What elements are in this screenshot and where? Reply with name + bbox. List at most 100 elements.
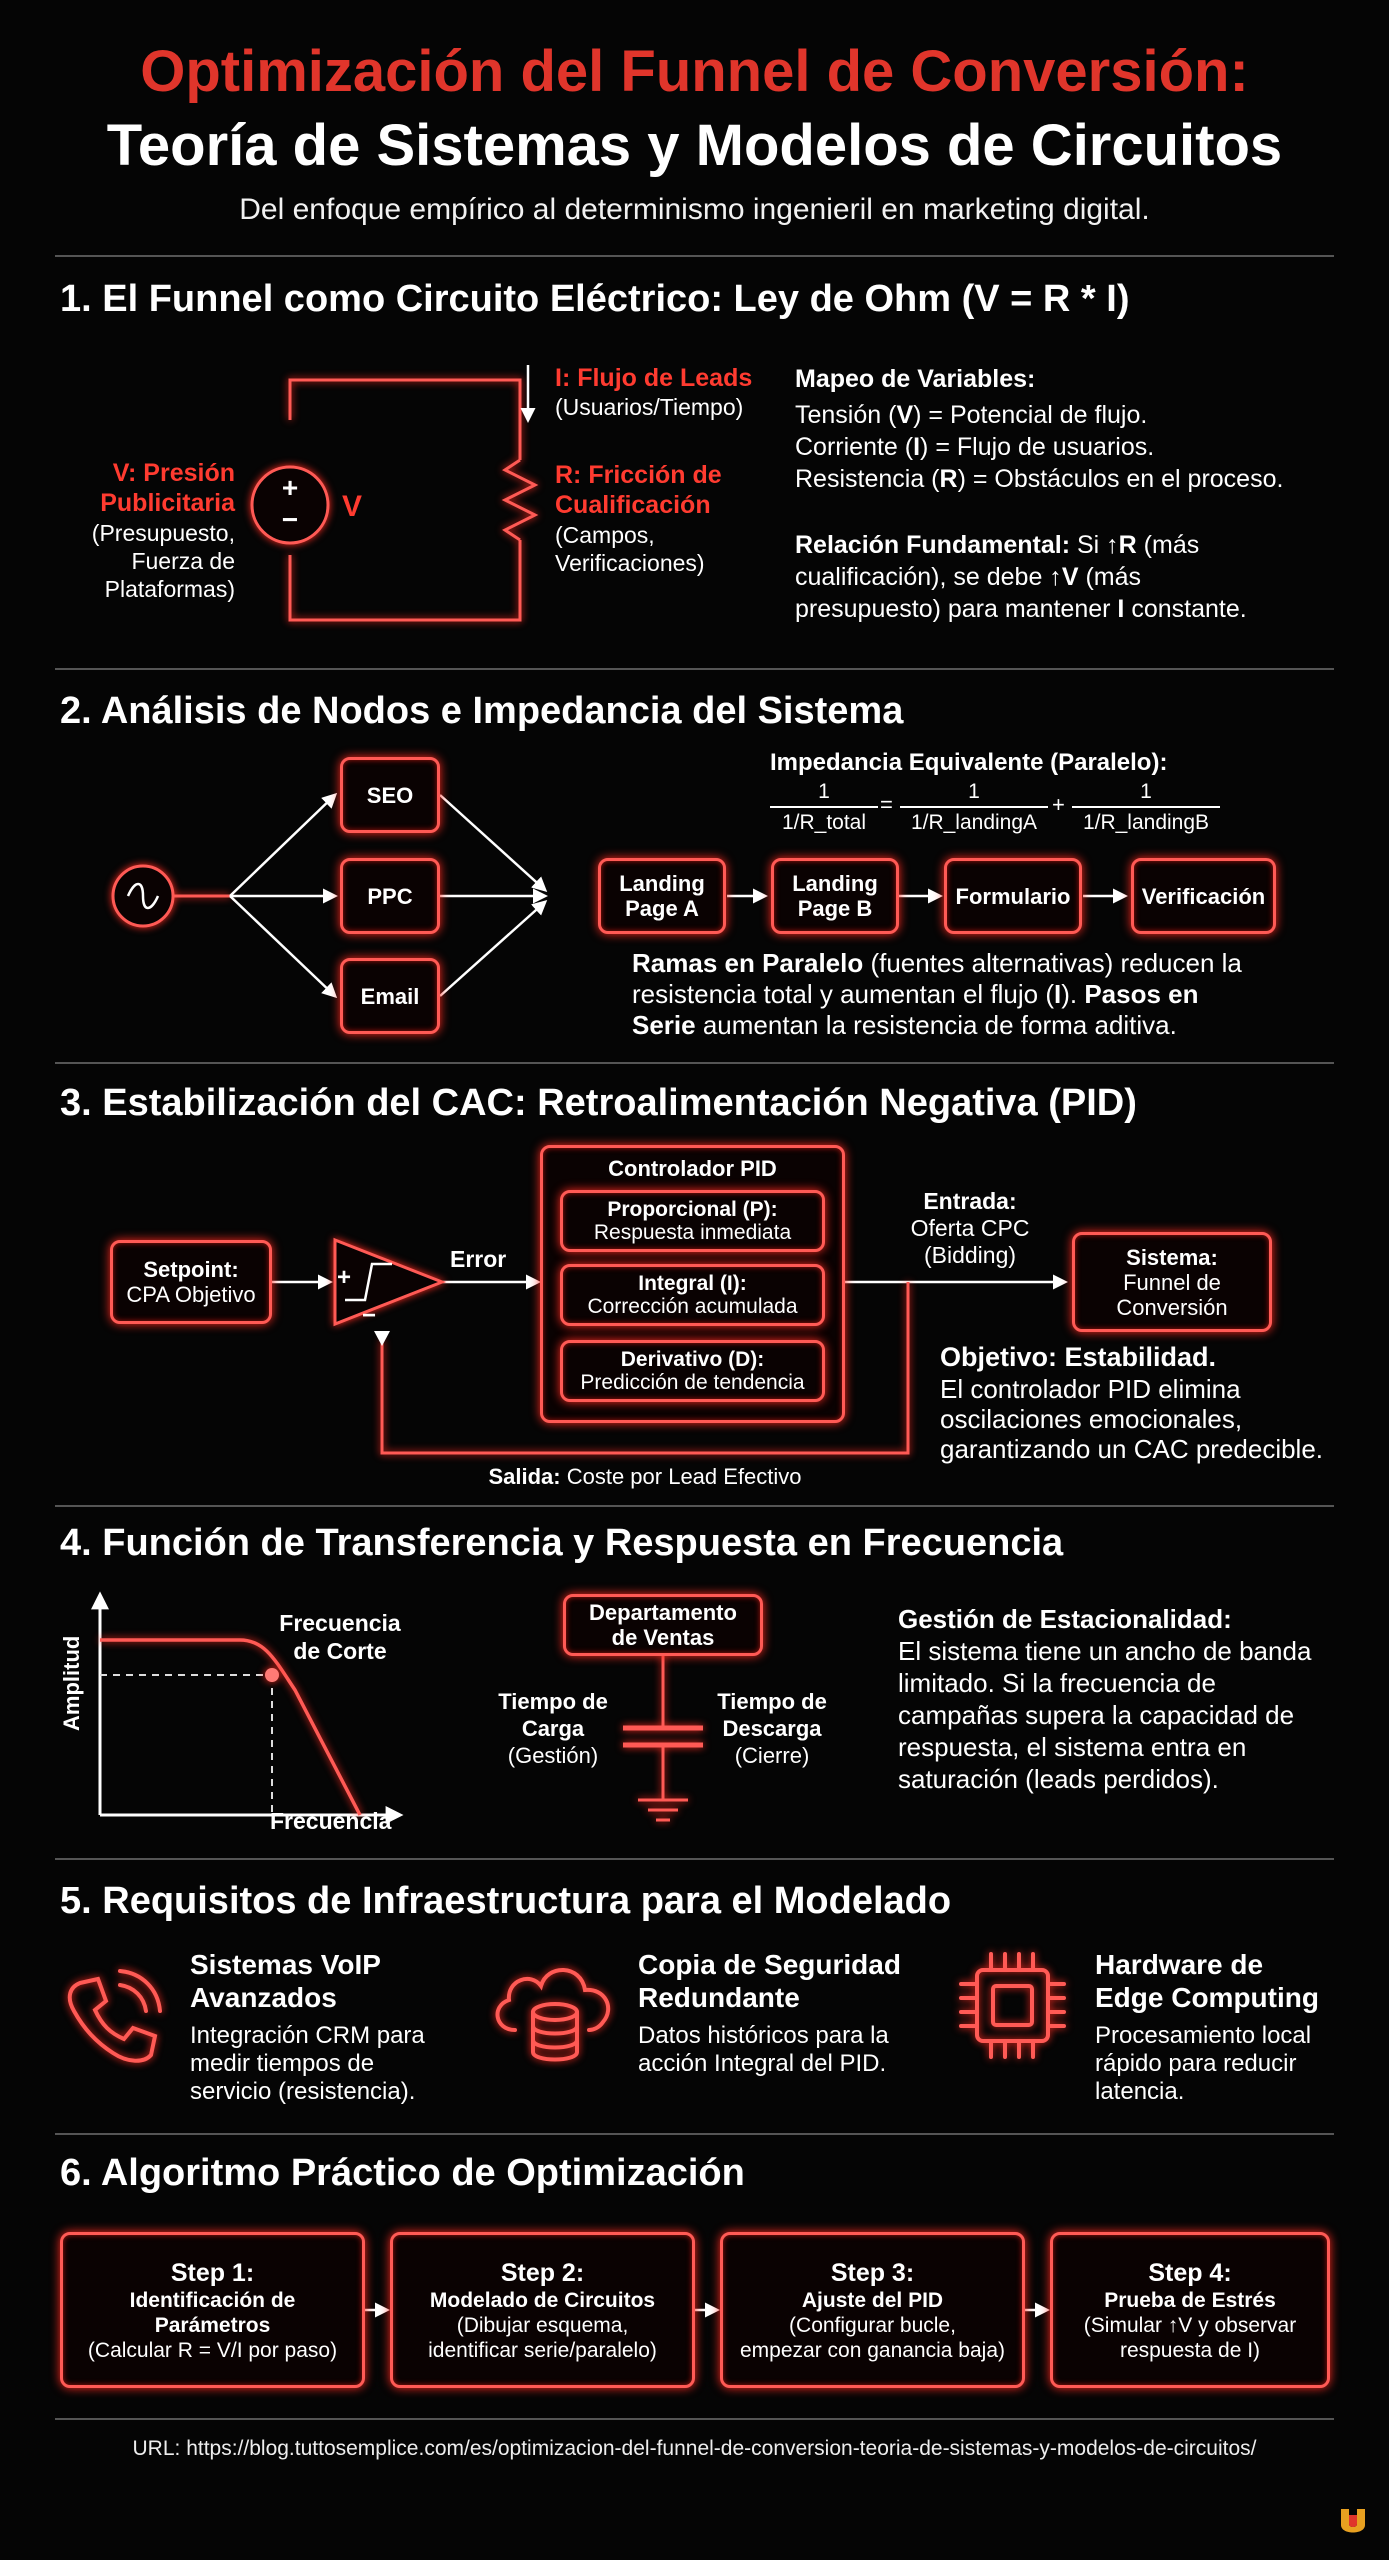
divider bbox=[55, 1062, 1334, 1064]
estacionalidad-5: saturación (leads perdidos). bbox=[898, 1764, 1219, 1794]
parallel-desc-1: Ramas en Paralelo (fuentes alternativas)… bbox=[632, 948, 1242, 978]
pid-title: Controlador PID bbox=[608, 1156, 777, 1181]
ac-wave bbox=[126, 882, 160, 910]
plus-sign: + bbox=[1052, 792, 1065, 817]
voltage-source bbox=[250, 465, 330, 545]
estacionalidad-2: limitado. Si la frecuencia de bbox=[898, 1668, 1216, 1698]
cpu-chip-icon bbox=[959, 1952, 1066, 2059]
phone-icon bbox=[67, 1969, 162, 2063]
step-2-box: Step 2: Modelado de Circuitos (Dibujar e… bbox=[390, 2232, 695, 2388]
frequency-axis-label: Frecuencia bbox=[270, 1808, 392, 1834]
footer-url-link[interactable]: URL: https://blog.tuttosemplice.com/es/o… bbox=[132, 2437, 1257, 2460]
infra-3-title-2: Edge Computing bbox=[1095, 1982, 1319, 2013]
r-sub-1: (Campos, bbox=[555, 522, 655, 548]
descarga-1: Tiempo de bbox=[717, 1689, 827, 1714]
cloud-database-icon bbox=[495, 1968, 611, 2062]
infra-1-desc-2: medir tiempos de bbox=[190, 2050, 375, 2077]
descarga-2: Descarga bbox=[722, 1716, 822, 1741]
pid-integral: Integral (I):Corrección acumulada bbox=[560, 1264, 825, 1326]
carga-2: Carga bbox=[521, 1716, 585, 1741]
section-5-heading: 5. Requisitos de Infraestructura para el… bbox=[60, 1880, 952, 1922]
section-6-heading: 6. Algoritmo Práctico de Optimización bbox=[60, 2152, 745, 2194]
descarga-3: (Cierre) bbox=[734, 1743, 810, 1768]
divider bbox=[55, 668, 1334, 670]
sum-plus: + bbox=[337, 1264, 352, 1291]
objetivo-1: El controlador PID elimina bbox=[940, 1374, 1241, 1404]
divider bbox=[55, 1858, 1334, 1860]
objetivo-3: garantizando un CAC predecible. bbox=[940, 1434, 1324, 1464]
section-2-heading: 2. Análisis de Nodos e Impedancia del Si… bbox=[60, 690, 904, 732]
i-label: I: Flujo de Leads bbox=[555, 364, 753, 392]
objetivo-2: oscilaciones emocionales, bbox=[940, 1404, 1243, 1434]
equals-sign: = bbox=[880, 792, 893, 817]
infra-2-title-2: Redundante bbox=[638, 1982, 800, 2013]
step-3-box: Step 3: Ajuste del PID (Configurar bucle… bbox=[720, 2232, 1025, 2388]
title-line-1: Optimización del Funnel de Conversión: bbox=[140, 39, 1249, 104]
parallel-desc-2: resistencia total y aumentan el flujo (I… bbox=[632, 979, 1199, 1009]
relation-line-2: cualificación), se debe ↑V (más bbox=[795, 563, 1141, 591]
sum-minus: − bbox=[362, 1302, 377, 1329]
r-sub-2: Verificaciones) bbox=[555, 550, 705, 576]
parallel-desc-3: Serie aumentan la resistencia de forma a… bbox=[632, 1010, 1177, 1040]
infra-1-title-1: Sistemas VoIP bbox=[190, 1949, 381, 1980]
infra-2-title-1: Copia de Seguridad bbox=[638, 1949, 901, 1980]
infra-2-desc-2: acción Integral del PID. bbox=[638, 2050, 887, 2077]
entrada-1: Entrada: bbox=[923, 1188, 1017, 1214]
estacionalidad-1: El sistema tiene un ancho de banda bbox=[898, 1636, 1312, 1666]
node-verificacion: Verificación bbox=[1131, 858, 1276, 934]
map-line-3: Resistencia (R) = Obstáculos en el proce… bbox=[795, 465, 1284, 493]
node-email: Email bbox=[340, 958, 440, 1034]
summing-junction bbox=[333, 1237, 447, 1327]
divider bbox=[55, 255, 1334, 257]
divider bbox=[55, 2418, 1334, 2420]
cutoff-point bbox=[265, 1668, 279, 1682]
divider bbox=[55, 2133, 1334, 2135]
infra-1-desc-3: servicio (resistencia). bbox=[190, 2078, 416, 2105]
relation-line-3: presupuesto) para mantener I constante. bbox=[795, 595, 1247, 623]
infra-3-title-1: Hardware de bbox=[1095, 1949, 1264, 1980]
infra-2-desc-1: Datos históricos para la bbox=[638, 2022, 889, 2049]
v-label-1: V: Presión bbox=[112, 459, 235, 487]
setpoint-box: Setpoint:CPA Objetivo bbox=[110, 1240, 272, 1324]
cutoff-label-1: Frecuencia bbox=[279, 1610, 401, 1636]
infra-1-desc-1: Integración CRM para bbox=[190, 2022, 425, 2049]
r-label-2: Cualificación bbox=[555, 491, 711, 519]
map-line-2: Corriente (I) = Flujo de usuarios. bbox=[795, 433, 1155, 461]
i-sub: (Usuarios/Tiempo) bbox=[555, 394, 744, 420]
pid-proportional: Proporcional (P):Respuesta inmediata bbox=[560, 1190, 825, 1252]
node-formulario: Formulario bbox=[944, 858, 1082, 934]
v-sub-3: Plataformas) bbox=[104, 576, 235, 602]
v-sub-2: Fuerza de bbox=[131, 548, 235, 574]
error-label: Error bbox=[450, 1246, 507, 1272]
brand-logo-icon bbox=[1341, 2509, 1365, 2533]
node-seo: SEO bbox=[340, 757, 440, 833]
pid-derivative: Derivativo (D):Predicción de tendencia bbox=[560, 1340, 825, 1402]
objetivo-title: Objetivo: Estabilidad. bbox=[940, 1342, 1217, 1372]
section-3-heading: 3. Estabilización del CAC: Retroalimenta… bbox=[60, 1082, 1137, 1124]
subtitle: Del enfoque empírico al determinismo ing… bbox=[239, 193, 1150, 226]
estacionalidad-4: respuesta, el sistema entra en bbox=[898, 1732, 1247, 1762]
circuit-loop bbox=[288, 378, 522, 622]
section-4-heading: 4. Función de Transferencia y Respuesta … bbox=[60, 1522, 1064, 1564]
salida-label: Salida: Coste por Lead Efectivo bbox=[488, 1464, 802, 1489]
r-label-1: R: Fricción de bbox=[555, 461, 722, 489]
cutoff-label-2: de Corte bbox=[293, 1638, 387, 1664]
infra-3-desc-1: Procesamiento local bbox=[1095, 2022, 1312, 2049]
title-line-2: Teoría de Sistemas y Modelos de Circuito… bbox=[106, 113, 1283, 178]
map-title: Mapeo de Variables: bbox=[795, 365, 1036, 393]
carga-3: (Gestión) bbox=[507, 1743, 599, 1768]
entrada-2: Oferta CPC bbox=[910, 1215, 1030, 1241]
v-sub-1: (Presupuesto, bbox=[91, 520, 235, 546]
section-1-heading: 1. El Funnel como Circuito Eléctrico: Le… bbox=[60, 278, 1130, 320]
plus-sign: + bbox=[281, 472, 299, 503]
entrada-3: (Bidding) bbox=[923, 1242, 1017, 1268]
infra-3-desc-2: rápido para reducir bbox=[1095, 2050, 1297, 2077]
node-ppc: PPC bbox=[340, 858, 440, 934]
